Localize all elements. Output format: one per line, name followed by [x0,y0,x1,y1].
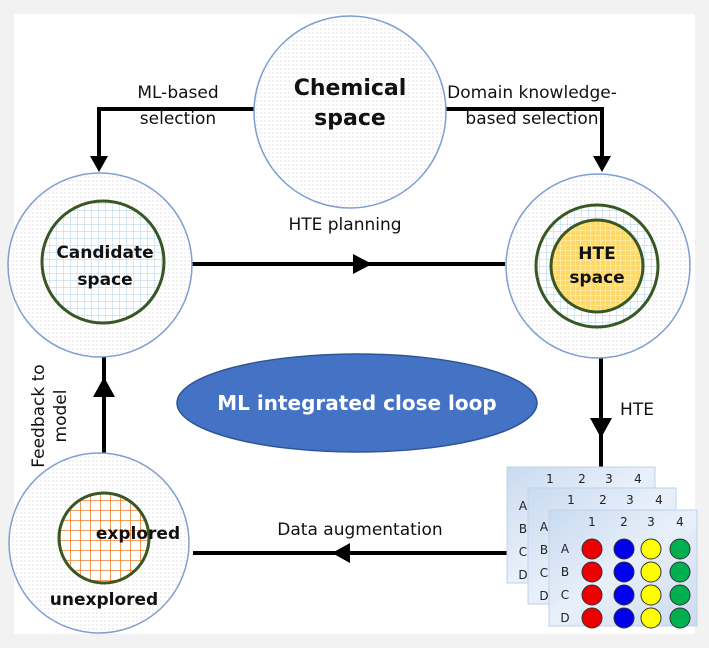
unexplored-label: unexplored [44,590,164,611]
column-label: 1 [546,472,554,486]
row-label: A [561,542,570,556]
column-label: 2 [578,472,586,486]
row-label: D [560,611,569,625]
well [582,539,602,559]
well [614,562,634,582]
well [614,585,634,605]
row-label: B [519,522,527,536]
data-augmentation-label: Data augmentation [270,520,450,541]
explored-label: explored [92,524,184,545]
row-label: B [540,543,548,557]
ml-selection-label: ML-based selection [118,80,238,132]
column-label: 2 [620,515,628,529]
well [582,562,602,582]
well [614,608,634,628]
row-label: D [518,568,527,582]
well [641,585,661,605]
column-label: 3 [626,493,634,507]
hte-planning-label: HTE planning [270,215,420,236]
well [641,608,661,628]
row-label: C [519,545,527,559]
well-plates: 1234ABCD1234ABCD1234ABCD [507,467,697,628]
domain-selection-label: Domain knowledge- based selection [432,80,632,132]
row-label: C [561,588,569,602]
center-loop-label: ML integrated close loop [187,390,527,416]
feedback-label: Feedback to model [28,346,72,486]
column-label: 4 [634,472,642,486]
well [670,539,690,559]
row-label: D [539,589,548,603]
row-label: A [540,520,549,534]
row-label: B [561,565,569,579]
column-label: 1 [567,493,575,507]
hte-label: HTE [617,400,657,421]
row-label: C [540,566,548,580]
column-label: 3 [647,515,655,529]
well [614,539,634,559]
well [641,562,661,582]
column-label: 3 [605,472,613,486]
column-label: 4 [655,493,663,507]
column-label: 1 [588,515,596,529]
well-plate: 1 2 3 4ABCD [549,510,697,628]
well [582,608,602,628]
well [582,585,602,605]
candidate-space-label: Candidate space [40,240,170,294]
well [670,608,690,628]
column-label: 2 [599,493,607,507]
row-label: A [519,499,528,513]
chemical-space-label: Chemical space [270,74,430,134]
well [641,539,661,559]
well [670,562,690,582]
well [670,585,690,605]
column-label: 4 [676,515,684,529]
hte-space-label: HTE space [547,242,647,290]
